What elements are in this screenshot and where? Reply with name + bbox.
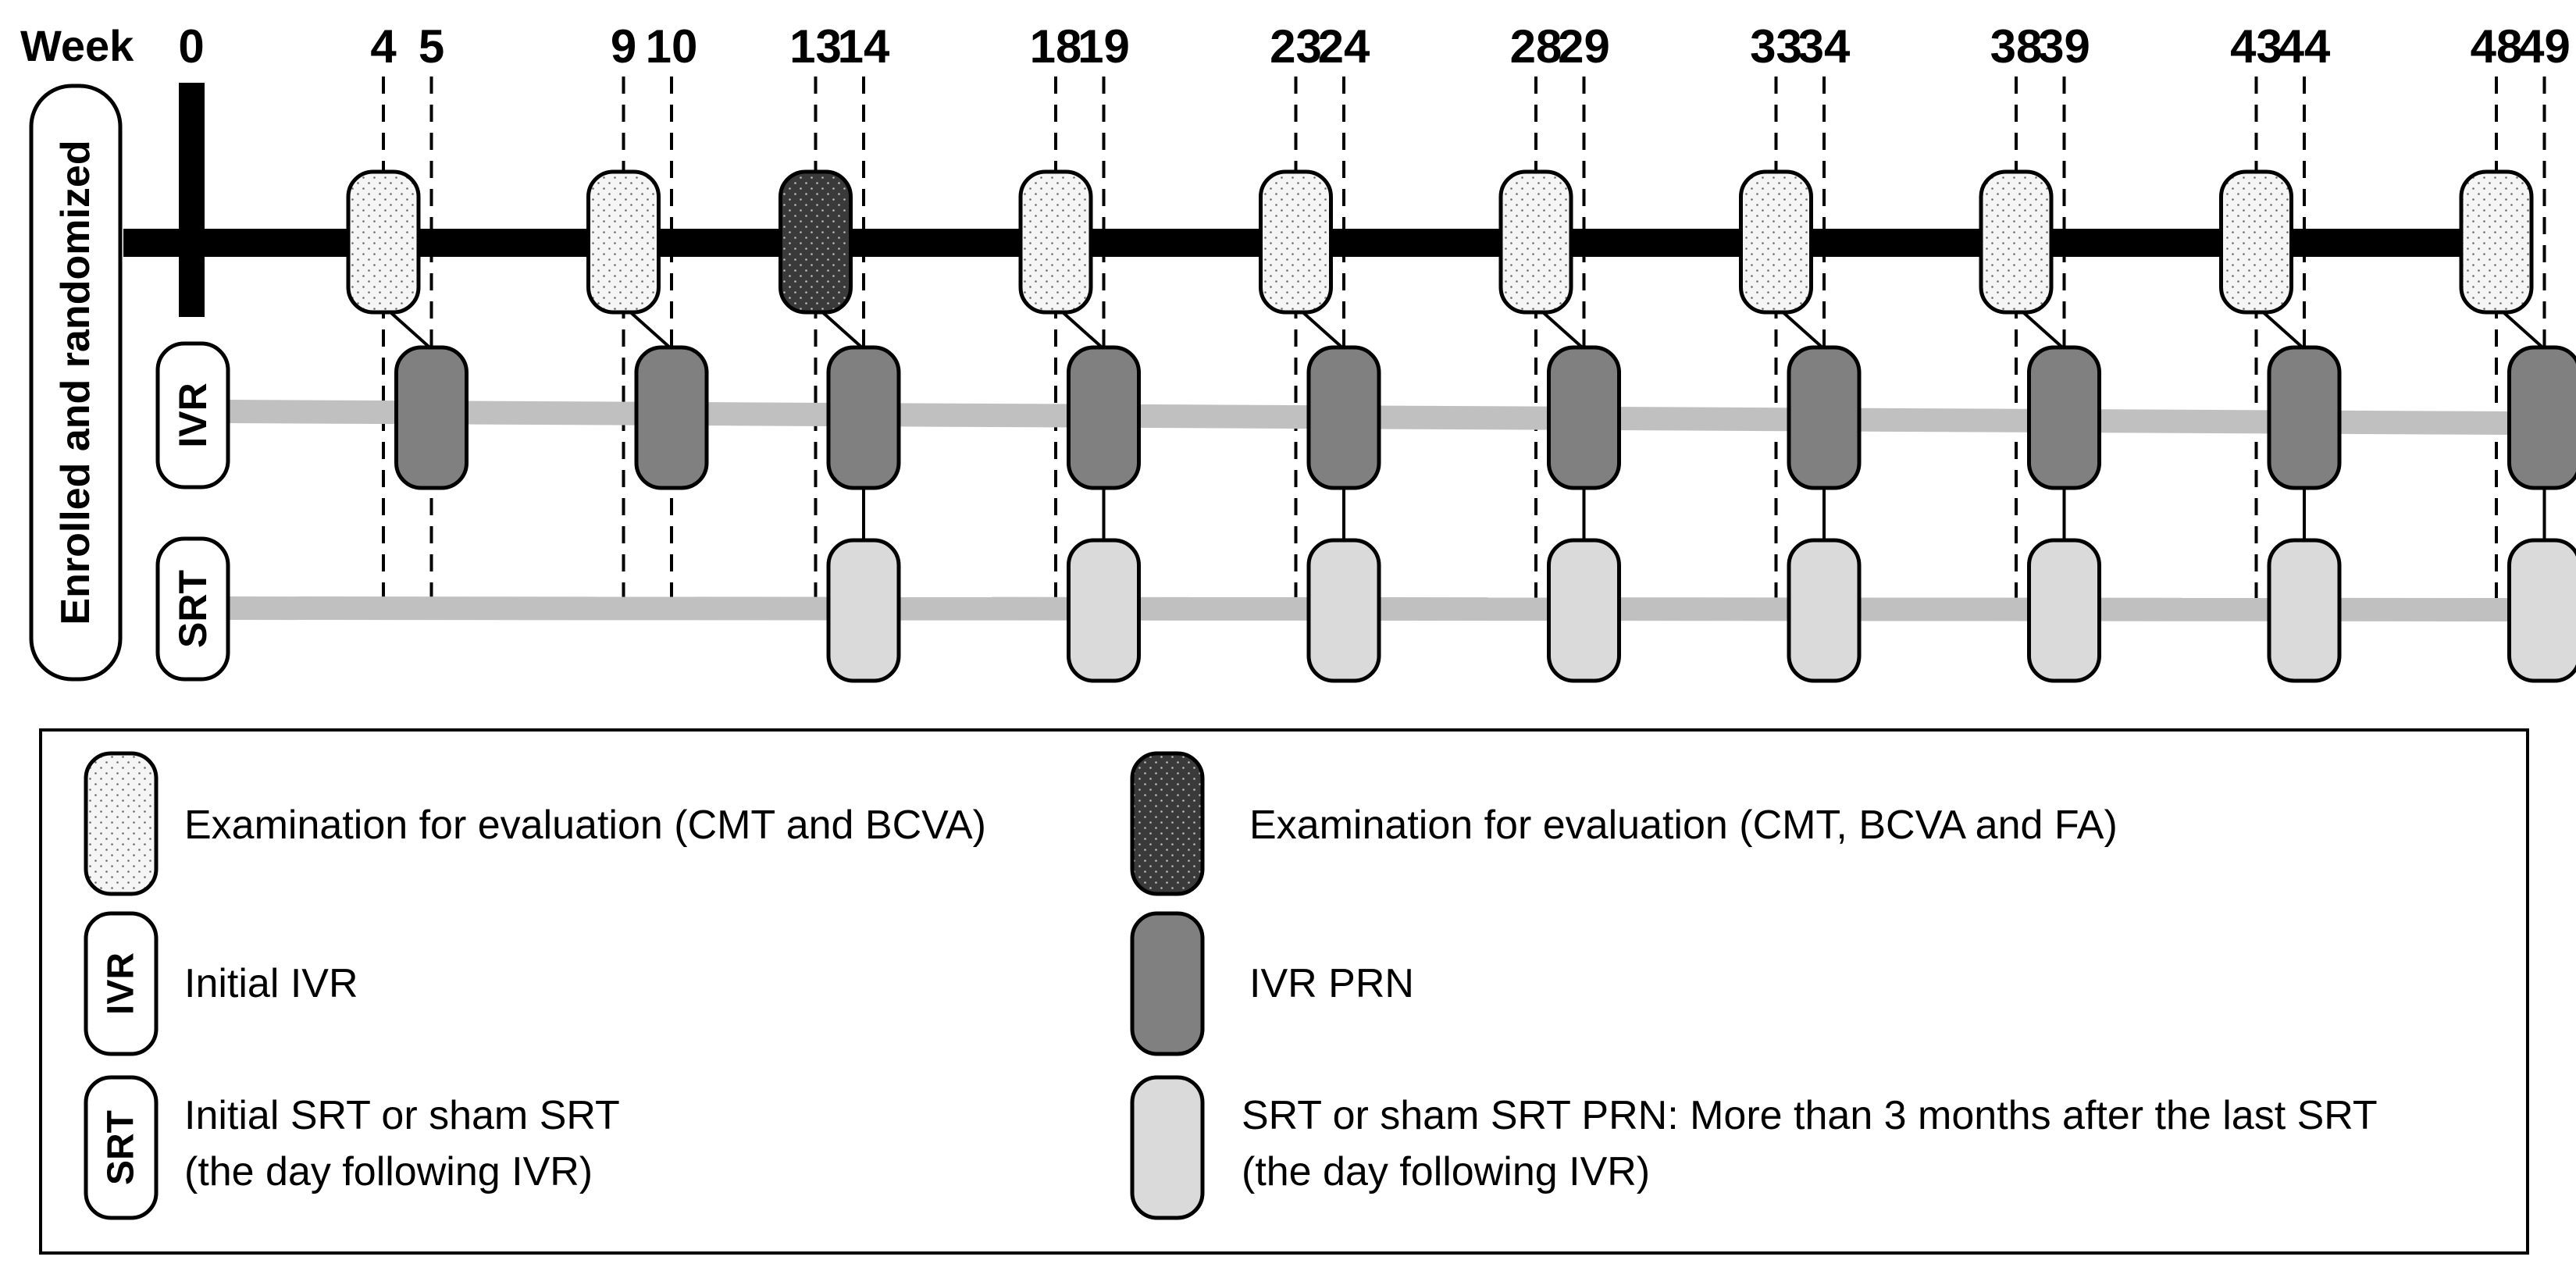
week-guide-lines	[382, 77, 2546, 601]
enrolled-randomized-box	[29, 84, 123, 682]
week-label-13: 13	[789, 20, 842, 73]
srt-prn-week-44	[2267, 538, 2342, 683]
legend-initial-ivr-icon-label: IVR	[101, 952, 142, 1015]
week-label-10: 10	[646, 20, 698, 73]
ivr-prn-week-10	[634, 345, 709, 490]
srt-prn-week-29	[1547, 538, 1621, 683]
week-label-19: 19	[1078, 20, 1130, 73]
enrolled-randomized-label: Enrolled and randomized	[53, 140, 98, 625]
srt-prn-week-14	[826, 538, 901, 683]
ivr-prn-week-14	[826, 345, 901, 490]
week-0-bar	[179, 83, 205, 317]
ivr-prn-week-29	[1547, 345, 1621, 490]
ivr-prn-week-44	[2267, 345, 2342, 490]
exam-bcva-week-38	[1979, 169, 2054, 315]
ivr-prn-week-34	[1787, 345, 1862, 490]
week-label-4: 4	[370, 20, 397, 73]
legend-exam-fa-text: Examination for evaluation (CMT, BCVA an…	[1249, 803, 2118, 848]
exam-fa-week-13	[779, 169, 853, 315]
week-label-38: 38	[1990, 20, 2043, 73]
exam-bcva-week-4	[346, 169, 421, 315]
exam-bcva-week-28	[1498, 169, 1573, 315]
ivr-prn-week-5	[394, 345, 469, 490]
ivr-prn-week-39	[2027, 345, 2101, 490]
week-label-18: 18	[1030, 20, 1082, 73]
initial-srt-label: SRT	[171, 570, 215, 648]
srt-prn-week-49	[2507, 538, 2576, 683]
exam-bcva-week-23	[1259, 169, 1333, 315]
week-label-24: 24	[1318, 20, 1370, 73]
legend-ivr-prn-text: IVR PRN	[1249, 961, 1414, 1006]
legend-srt-prn-text-line2: (the day following IVR)	[1242, 1149, 1650, 1194]
week-label-39: 39	[2038, 20, 2090, 73]
week-label-48: 48	[2471, 20, 2523, 73]
legend-box	[39, 728, 2529, 1255]
exam-bcva-week-48	[2459, 169, 2534, 315]
week-label-28: 28	[1510, 20, 1562, 73]
week-label-49: 49	[2518, 20, 2571, 73]
week-tick-labels: 0459101314181923242829333438394344484952	[178, 20, 2571, 73]
week-label-9: 9	[611, 20, 636, 73]
exam-bcva-week-33	[1739, 169, 1813, 315]
exam-bcva-week-9	[586, 169, 661, 315]
initial-srt-box	[155, 536, 230, 682]
week-label-29: 29	[1558, 20, 1610, 73]
week-label-34: 34	[1798, 20, 1851, 73]
legend-initial-ivr-icon	[84, 911, 159, 1056]
exam-bcva-week-43	[2219, 169, 2293, 315]
ivr-prn-week-24	[1306, 345, 1381, 490]
week-label-0: 0	[178, 20, 204, 73]
legend-exam-bcva-text: Examination for evaluation (CMT and BCVA…	[184, 803, 986, 848]
week-label-14: 14	[838, 20, 890, 73]
legend-srt-prn-text-line1: SRT or sham SRT PRN: More than 3 months …	[1242, 1093, 2378, 1138]
legend-initial-srt-text-line2: (the day following IVR)	[184, 1149, 593, 1194]
week-label-44: 44	[2278, 20, 2331, 73]
initial-ivr-box	[155, 341, 230, 489]
week-label-33: 33	[1750, 20, 1802, 73]
srt-prn-week-19	[1067, 538, 1141, 683]
srt-prn-week-34	[1787, 538, 1862, 683]
legend-initial-srt-icon	[84, 1075, 159, 1220]
srt-prn-week-39	[2027, 538, 2101, 683]
event-markers	[346, 169, 2576, 683]
initial-ivr-label: IVR	[171, 383, 215, 447]
exam-bcva-week-18	[1018, 169, 1093, 315]
legend-srt-prn-icon	[1130, 1075, 1205, 1220]
week-label-5: 5	[419, 20, 444, 73]
week-label-23: 23	[1270, 20, 1322, 73]
legend-initial-ivr-text: Initial IVR	[184, 961, 358, 1006]
srt-prn-week-24	[1306, 538, 1381, 683]
legend-ivr-prn-icon	[1130, 911, 1205, 1056]
legend-exam-fa-icon	[1130, 751, 1205, 896]
week-axis-title: Week	[20, 21, 134, 70]
legend-initial-srt-icon-label: SRT	[101, 1110, 142, 1185]
week-label-43: 43	[2230, 20, 2282, 73]
legend-exam-bcva-icon	[84, 751, 159, 896]
legend-initial-srt-text-line1: Initial SRT or sham SRT	[184, 1093, 620, 1138]
ivr-prn-week-49	[2507, 345, 2576, 490]
ivr-prn-week-19	[1067, 345, 1141, 490]
